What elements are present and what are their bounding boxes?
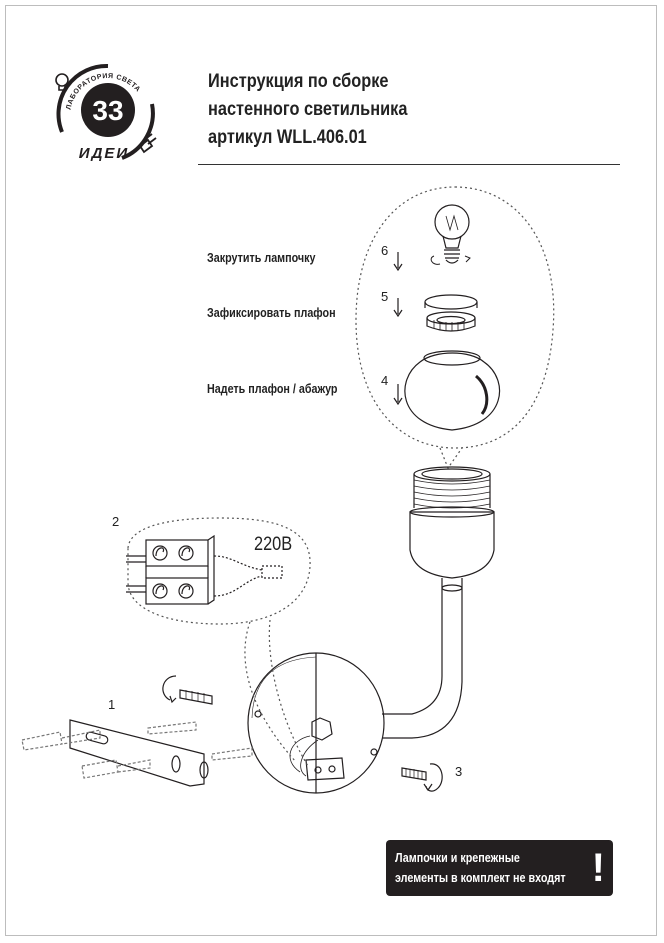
step-6-number: 6 (381, 243, 389, 258)
step-5-number: 5 (381, 289, 389, 304)
page-border (5, 5, 657, 936)
arrow-down-icon-5 (393, 298, 403, 318)
title-line-2: настенного светильника (208, 99, 408, 120)
step-6-label: Закрутить лампочку (207, 251, 316, 265)
detail-callout-wiring-tail (244, 619, 309, 767)
lamp-socket (409, 466, 495, 579)
title-line-3: артикул WLL.406.01 (208, 127, 367, 148)
warning-icon: ! (591, 846, 605, 890)
arrow-down-icon-6 (393, 252, 403, 272)
logo-number: 33 (92, 95, 123, 126)
logo-badge (81, 83, 135, 137)
bulb-icon (55, 73, 69, 91)
wall-screw-2 (211, 747, 253, 761)
wall-dowel-1 (21, 729, 101, 751)
notice-box: Лампочки и крепежные элементы в комплект… (386, 840, 613, 896)
notice-text: Лампочки и крепежные элементы в комплект… (395, 848, 566, 888)
step-4-number: 4 (381, 373, 389, 388)
detail-callout-top-tail (439, 447, 463, 470)
logo-ring-right (121, 103, 155, 160)
notice-line-1: Лампочки и крепежные (395, 851, 520, 865)
wall-screw-1 (147, 721, 197, 735)
logo-ring-left (56, 63, 109, 133)
inner-terminal (289, 717, 345, 781)
arrow-down-icon-4 (393, 384, 403, 406)
terminal-block-icon (126, 534, 283, 605)
notice-line-2: элементы в комплект не входят (395, 871, 566, 885)
screw-icon-3 (401, 763, 443, 792)
fixing-ring-icon (424, 294, 478, 332)
step-4-label: Надеть плафон / абажур (207, 382, 338, 396)
detail-callout-top (355, 186, 555, 449)
lamp-arm (382, 578, 463, 739)
detail-callout-wiring (127, 517, 311, 625)
screw-icon-mount (162, 675, 213, 705)
step-5-label: Зафиксировать плафон (207, 306, 336, 320)
wall-mount-base (247, 652, 385, 794)
mounting-bracket (69, 719, 209, 787)
step-2-number: 2 (112, 514, 120, 529)
page-title: Инструкция по сборке настенного светильн… (208, 68, 407, 152)
wall-dowel-2 (81, 759, 151, 779)
plug-icon (138, 133, 157, 154)
voltage-label: 220В (254, 534, 293, 555)
step-3-number: 3 (455, 764, 463, 779)
brand-logo: ЛАБОРАТОРИЯ СВЕТА 33 ИДЕИ (55, 63, 157, 162)
logo-word: ИДЕИ (79, 145, 129, 162)
step-1-number: 1 (108, 697, 116, 712)
title-line-1: Инструкция по сборке (208, 71, 389, 92)
glass-shade-icon (404, 350, 501, 431)
title-divider (198, 164, 620, 165)
lamp-bulb-icon (430, 204, 471, 265)
